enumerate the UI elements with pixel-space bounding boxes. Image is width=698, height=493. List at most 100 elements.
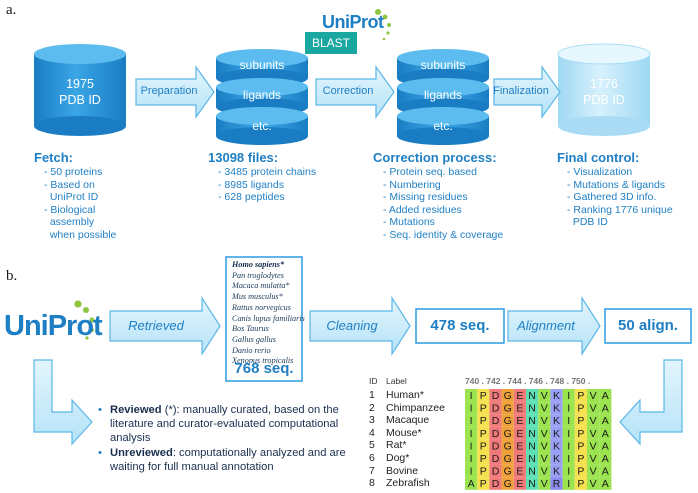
aln-residue-cell (550, 439, 563, 452)
aln-residue-cell (587, 426, 600, 440)
aln-residue-cell (574, 414, 587, 427)
aln-residue: A (602, 415, 609, 427)
aln-residue-cell (526, 477, 539, 490)
aln-residue-cell (526, 464, 539, 478)
aln-residue-cell (477, 439, 490, 452)
aln-residue-cell (477, 477, 490, 490)
aln-residue-cell (550, 464, 563, 478)
species-box (225, 256, 303, 382)
list-item: Xenopus tropicalis (232, 356, 294, 366)
aln-residue-cell (587, 389, 600, 402)
arrow-retrieved (109, 295, 221, 357)
aln-residue: D (492, 466, 500, 478)
panel-a-label: a. (6, 2, 17, 18)
aln-residue: G (504, 403, 512, 415)
aln-residue: P (577, 478, 584, 490)
aln-residue-cell (501, 477, 514, 490)
aln-residue-cell (562, 401, 575, 415)
aln-residue: E (516, 390, 523, 402)
aln-row-id: 2 (369, 401, 375, 414)
aln-residue: N (528, 428, 536, 440)
aln-residue-cell (465, 464, 478, 478)
aln-row-label: Macaque (386, 414, 430, 427)
stack-files (216, 49, 308, 145)
clean-count: 478 seq. (430, 317, 490, 334)
aln-residue-cell (550, 414, 563, 427)
aln-residue-cell (538, 477, 551, 490)
aln-residue-cell (526, 439, 539, 452)
aln-residue: A (602, 466, 609, 478)
bullet-1: • (98, 404, 102, 416)
aln-residue-cell (489, 389, 502, 402)
aln-residue: P (480, 453, 487, 465)
aln-residue-cell (587, 452, 600, 465)
aln-residue: D (492, 453, 500, 465)
aln-residue: K (553, 466, 560, 478)
aln-residue: I (470, 415, 473, 427)
arrow-correction-label: Correction (322, 85, 374, 97)
aln-residue: A (602, 428, 609, 440)
aln-residue-cell (550, 452, 563, 465)
aln-residue-cell (513, 477, 526, 490)
aln-residue: D (492, 415, 500, 427)
list-item: - Mutations & ligands (567, 178, 666, 191)
aln-residue-cell (562, 414, 575, 427)
files-title: 13098 files: (208, 150, 279, 165)
reviewed-bold: Reviewed (110, 404, 162, 416)
aln-residue: G (504, 415, 512, 427)
aln-residue: P (480, 390, 487, 402)
list-item: PDB ID (567, 216, 608, 228)
aln-residue: I (470, 390, 473, 402)
list-item: - Mutations (383, 216, 435, 228)
list-item: - 8985 ligands (218, 178, 284, 191)
arrow-preparation-label: Preparation (140, 85, 198, 97)
aln-residue: N (528, 440, 536, 452)
aln-row-id: 3 (369, 414, 375, 427)
aln-residue-cell (489, 477, 502, 490)
aln-row-id: 4 (369, 426, 375, 439)
aln-residue: A (602, 440, 609, 452)
aln-residue: N (528, 403, 536, 415)
aln-residue-cell (489, 439, 502, 452)
aln-residue: P (480, 428, 487, 440)
arrow-alignment (507, 295, 601, 357)
aln-residue: V (541, 403, 548, 415)
aln-row-label: Mouse* (386, 426, 422, 439)
list-item: Rattus norvegicus (232, 302, 291, 312)
list-item: - Gathered 3D info. (567, 191, 657, 203)
arrow-finalization-label: Finalization (493, 85, 549, 97)
stack-corrected (397, 49, 489, 145)
aln-residue-cell (599, 464, 612, 478)
aln-residue-cell (574, 439, 587, 452)
aln-residue: G (504, 440, 512, 452)
aln-residue-cell (599, 401, 612, 415)
aln-residue-cell (574, 389, 587, 402)
aln-residue: I (567, 466, 570, 478)
list-item: - Visualization (567, 166, 633, 178)
unreviewed-note: •Unreviewed: computationally analyzed an… (98, 447, 356, 475)
list-item: - Added residues (383, 203, 462, 216)
aln-residue: K (553, 403, 560, 415)
list-item: - Based on (44, 178, 95, 191)
aln-residue-cell (477, 401, 490, 415)
uniprot-logo-dots-a (375, 9, 391, 41)
bent-arrow-right (619, 359, 683, 446)
aln-residue-cell (538, 389, 551, 402)
list-item: - Seq. identity & coverage (383, 228, 504, 241)
list-item: - Ranking 1776 unique (567, 203, 673, 216)
cyl1-line2: PDB ID (59, 93, 101, 107)
stack2-ligands: ligands (423, 88, 463, 102)
aln-residue-cell (501, 389, 514, 402)
aln-residue-cell (599, 426, 612, 440)
aln-residue: D (492, 390, 500, 402)
aln-residue: P (480, 440, 487, 452)
aln-residue: N (528, 478, 536, 490)
aln-row-label: Rat* (386, 439, 407, 452)
aln-residue: G (504, 428, 512, 440)
uniprot-logo-text-a: UniProt (322, 12, 384, 32)
reviewed-text: (*): manually curated, based on the lite… (110, 404, 339, 444)
list-item: when possible (44, 228, 117, 241)
aln-residue: N (528, 390, 536, 402)
list-item: Bos Taurus (232, 324, 269, 334)
aln-residue-cell (562, 389, 575, 402)
